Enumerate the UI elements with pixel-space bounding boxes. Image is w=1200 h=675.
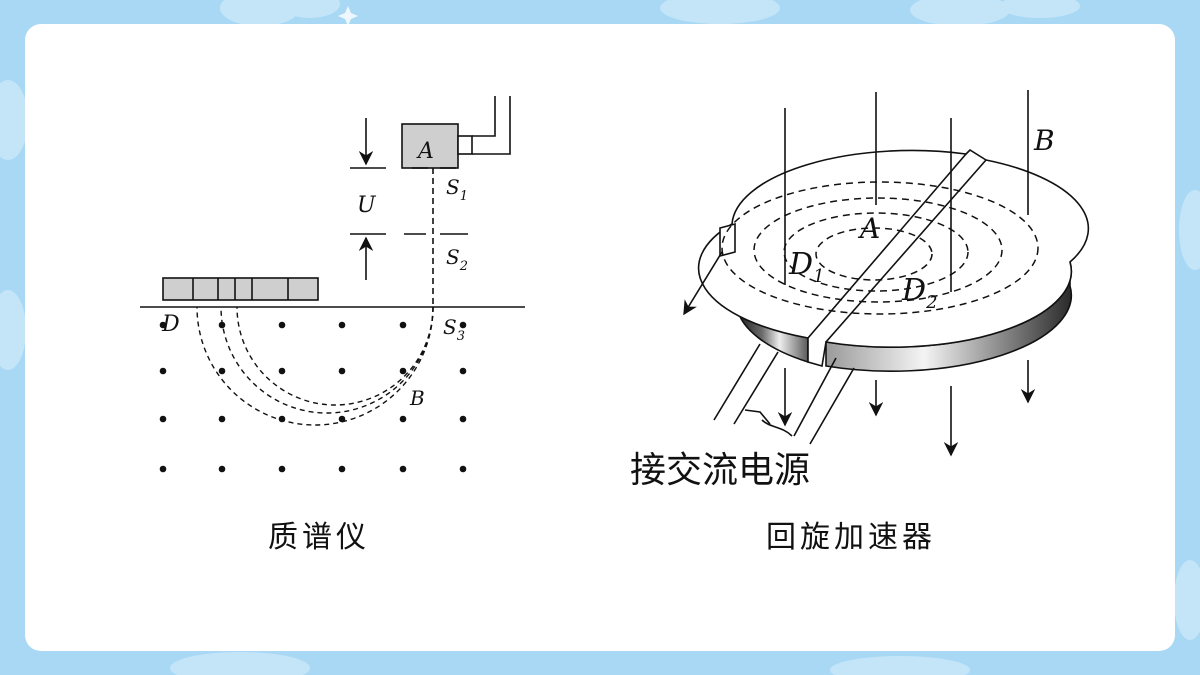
detector-plate [162, 277, 319, 301]
magnetic-field-dots [159, 321, 467, 473]
ion-trajectory [236, 306, 434, 406]
d2-top [824, 159, 1090, 348]
ac-power-label: 接交流电源 [630, 450, 810, 491]
ion-trajectory [220, 306, 434, 414]
cyclotron-label-a: A [857, 212, 880, 245]
ion-trajectory [196, 306, 434, 426]
label-u: U [357, 193, 377, 218]
cyclotron-label-d1: D1 [788, 247, 825, 287]
label-s3: S3 [443, 315, 465, 344]
label-b: B [409, 386, 425, 410]
cyclotron-label-d2: D2 [901, 273, 938, 313]
cyclotron-label-b: B [1033, 124, 1055, 157]
label-s1: S1 [446, 175, 468, 204]
ion-source-chamber [401, 123, 459, 169]
particle-orbits [721, 181, 1039, 315]
cyclotron-diagram [697, 148, 1090, 372]
magnetic-field-lines [683, 90, 1036, 457]
caption-mass-spectrometer: 质谱仪 [268, 520, 370, 555]
caption-cyclotron: 回旋加速器 [766, 520, 936, 555]
label-s2: S2 [446, 245, 468, 274]
label-d: D [161, 312, 180, 337]
mass-spectrometer-diagram [140, 96, 525, 426]
label-a: A [416, 139, 434, 164]
